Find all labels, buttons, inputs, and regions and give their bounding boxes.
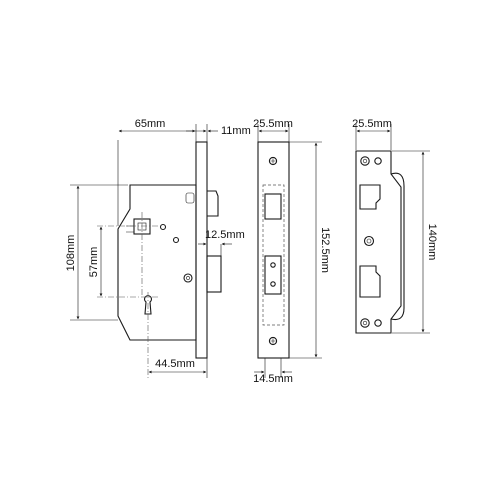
case-hole-mid: [172, 236, 180, 244]
strike-hole-top-right: [374, 157, 382, 165]
strike-centre-hole: [363, 235, 375, 247]
dim-label-forend-hole-width: 14.5mm: [253, 373, 293, 385]
strike-hole-bottom-right: [374, 319, 382, 327]
case-hole-lower: [183, 273, 193, 283]
dim-label-keyhole-backset: 44.5mm: [155, 358, 195, 370]
lock-case-view: 65mm 11mm 108mm 57mm 12.5mm 44.5mm: [65, 118, 251, 380]
strike-hole-top: [360, 156, 370, 166]
dim-label-backset: 65mm: [135, 118, 166, 130]
strike-lip: [390, 172, 405, 321]
dim-label-strike-length: 140mm: [426, 224, 438, 261]
dim-label-forend-width: 25.5mm: [253, 118, 293, 130]
dim-label-centres: 57mm: [88, 247, 100, 278]
keyhole: [143, 295, 153, 315]
latch-slot: [185, 192, 195, 204]
dim-label-forend-length: 152.5mm: [319, 227, 331, 273]
dim-label-forend-thickness: 11mm: [221, 125, 251, 137]
forend-hidden-case: [262, 184, 285, 326]
follower-notch: [126, 225, 134, 233]
strike-deadbolt-opening: [359, 265, 381, 298]
forend-latch-opening: [264, 193, 282, 220]
forend-outline: [257, 141, 290, 359]
forend-front-view: 25.5mm 152.5mm 14.5mm: [253, 118, 331, 385]
case-hole-upper: [159, 223, 167, 231]
forend-screw-top: [268, 156, 278, 166]
deadbolt: [206, 255, 222, 293]
forend-deadbolt-opening: [264, 255, 282, 295]
dim-label-strike-width: 25.5mm: [352, 118, 392, 130]
strike-latch-opening: [359, 184, 381, 210]
forend-deadbolt-dot-bottom: [270, 281, 276, 287]
strike-outline: [355, 150, 402, 334]
latch-bolt: [207, 190, 219, 217]
strike-hole-bottom: [360, 318, 370, 328]
strike-plate-view: 25.5mm 140mm: [352, 118, 438, 334]
forend-screw-bottom: [268, 336, 278, 346]
forend-deadbolt-dot-top: [270, 262, 276, 268]
lock-case-body: [117, 184, 197, 341]
case-hole-lower-inner: [186, 276, 190, 280]
dim-label-case-height: 108mm: [65, 235, 77, 272]
dim-label-bolt-projection: 12.5mm: [205, 229, 245, 241]
lock-forend-plate: [195, 141, 208, 359]
